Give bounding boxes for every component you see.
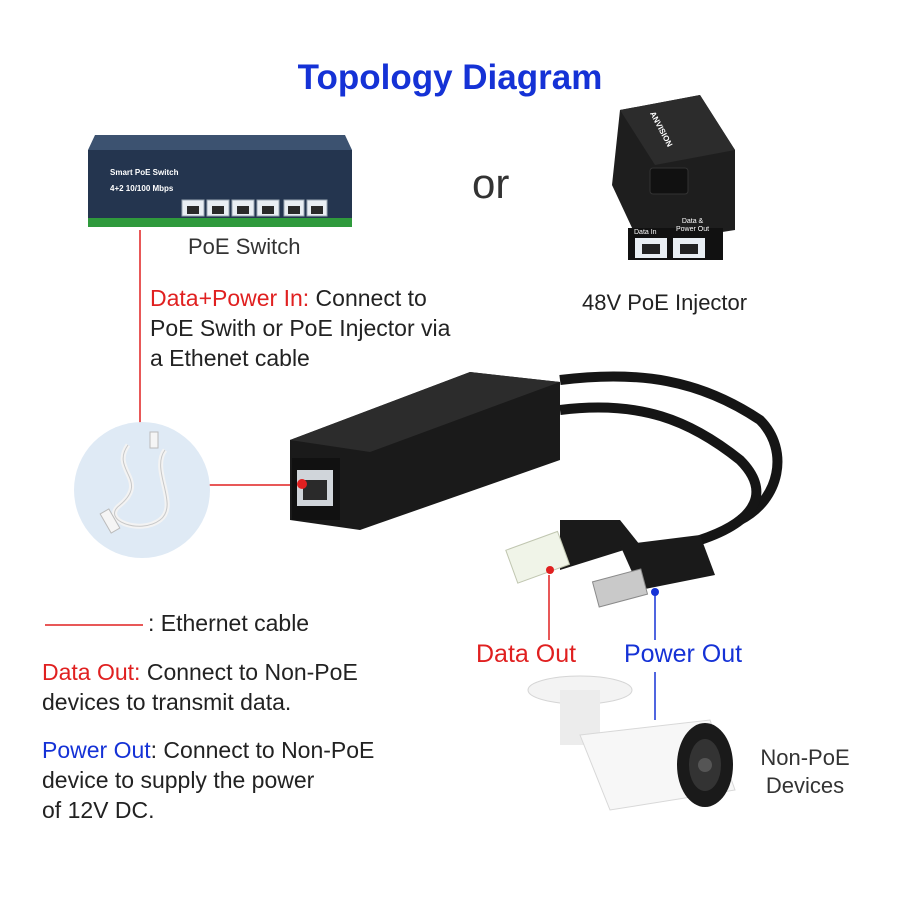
poe-switch-device [88,135,352,227]
ethernet-cable-image [74,422,210,558]
data-power-in-heading: Data+Power In: [150,285,310,311]
power-out-heading: Power Out [42,737,151,763]
data-power-in-line-3: a Ethenet cable [150,345,310,371]
data-out-line-2: devices to transmit data. [42,689,292,715]
data-out-text-1: Connect to Non-PoE [140,659,358,685]
poe-injector-device [612,95,735,260]
power-out-line-2: device to supply the power [42,767,315,793]
data-out-label: Data Out [476,640,577,668]
or-text: or [472,160,510,207]
power-out-description: Power Out: Connect to Non-PoE device to … [42,735,462,825]
power-out-label: Power Out [624,640,743,668]
data-out-description: Data Out: Connect to Non-PoE devices to … [42,657,462,717]
power-out-line-3: of 12V DC. [42,797,155,823]
injector-port-data-power-out: Data & Power Out [676,218,710,233]
security-camera-device [527,675,736,811]
poe-injector-label: 48V PoE Injector [582,290,748,315]
page-title: Topology Diagram [297,58,603,97]
power-out-text-1: : Connect to Non-PoE [150,737,375,763]
non-poe-devices-label: Non-PoE Devices [740,744,870,800]
non-poe-devices-line-1: Non-PoE [760,745,850,770]
ethernet-legend-text: : Ethernet cable [148,610,310,636]
data-power-in-text-1: Connect to [309,285,427,311]
data-out-heading: Data Out: [42,659,141,685]
switch-face-text-1: Smart PoE Switch [110,168,179,177]
switch-face-text-2: 4+2 10/100 Mbps [110,184,174,193]
data-power-in-line-2: PoE Swith or PoE Injector via [150,315,451,341]
poe-splitter-device [290,371,783,608]
injector-port-data-in: Data In [634,229,657,236]
non-poe-devices-line-2: Devices [765,773,845,798]
data-power-in-description: Data+Power In: Connect to PoE Swith or P… [150,283,550,373]
poe-switch-label: PoE Switch [188,234,301,259]
